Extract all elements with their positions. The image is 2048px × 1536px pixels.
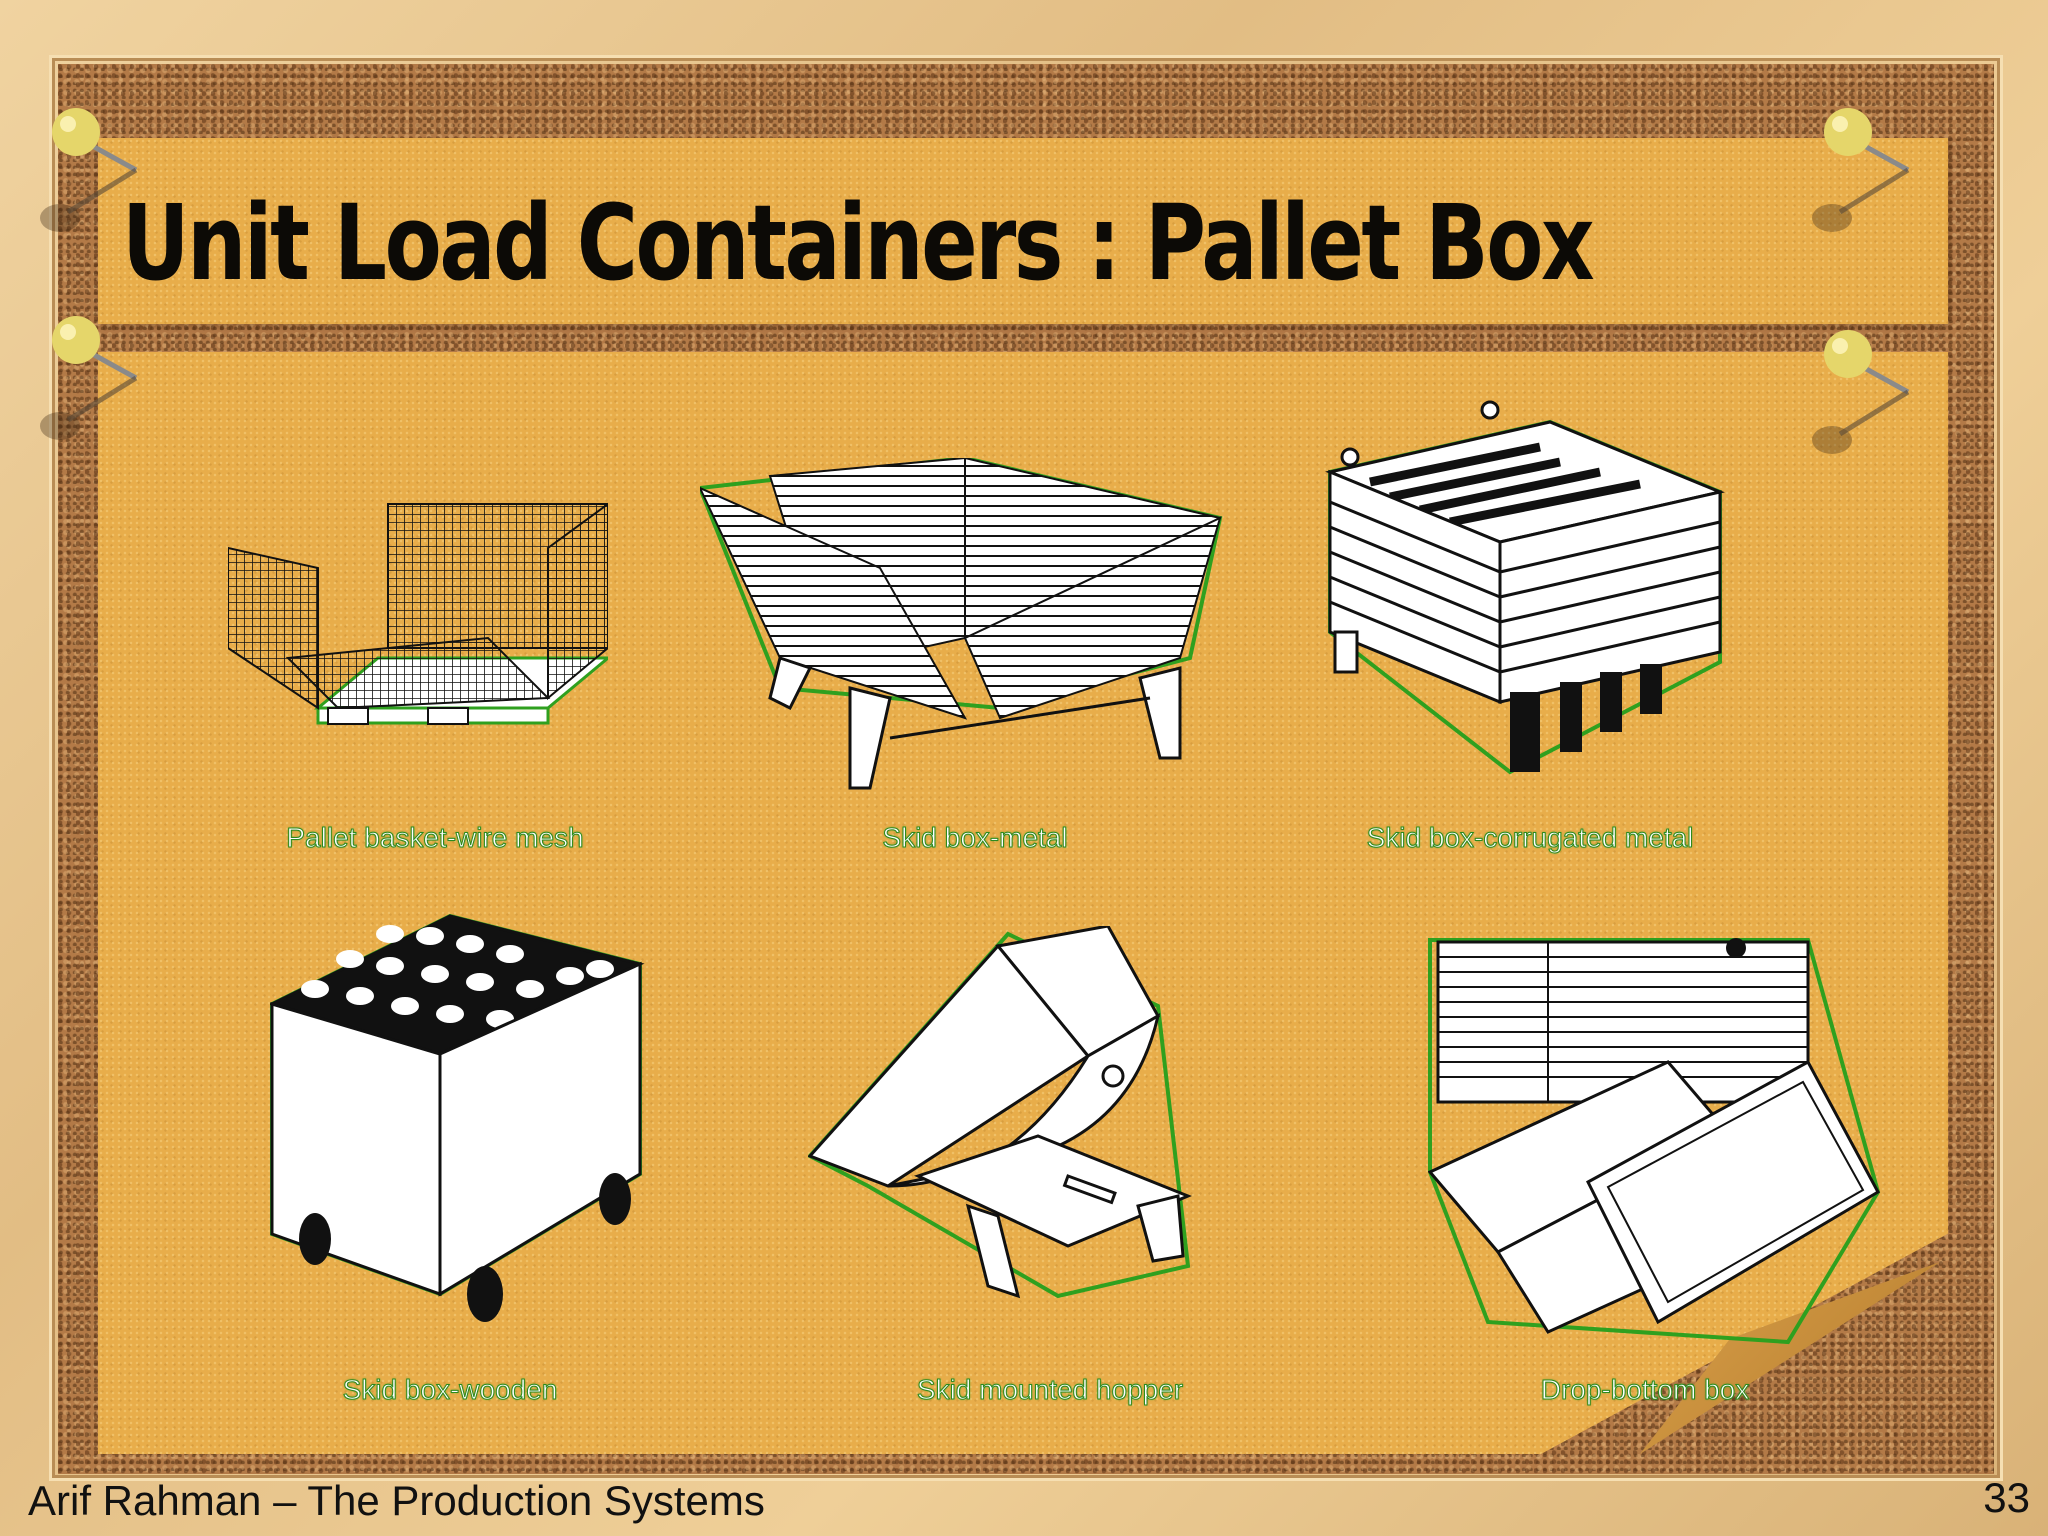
wooden-skid-box-icon	[270, 914, 650, 1334]
figure-caption: Skid box-metal	[882, 822, 1068, 854]
footer-author: Arif Rahman – The Production Systems	[28, 1477, 765, 1524]
page-number: 33	[1983, 1474, 2030, 1521]
push-pin-icon	[38, 308, 138, 440]
metal-skid-box-icon	[700, 458, 1230, 798]
drop-bottom-box-icon	[1428, 932, 1888, 1352]
hopper-icon	[808, 926, 1198, 1306]
wire-mesh-basket-icon	[228, 498, 608, 738]
push-pin-icon	[1810, 100, 1910, 232]
corrugated-skid-box-icon	[1310, 392, 1730, 782]
push-pin-icon	[38, 100, 138, 232]
figure-caption: Drop-bottom box	[1540, 1374, 1750, 1406]
figure-caption: Skid box-wooden	[342, 1374, 558, 1406]
slide-title: Unit Load Containers : Pallet Box	[122, 182, 1595, 304]
push-pin-icon	[1810, 322, 1910, 454]
title-panel	[98, 138, 1948, 324]
figure-caption: Pallet basket-wire mesh	[286, 822, 584, 854]
figure-caption: Skid mounted hopper	[916, 1374, 1184, 1406]
figure-caption: Skid box-corrugated metal	[1366, 822, 1694, 854]
